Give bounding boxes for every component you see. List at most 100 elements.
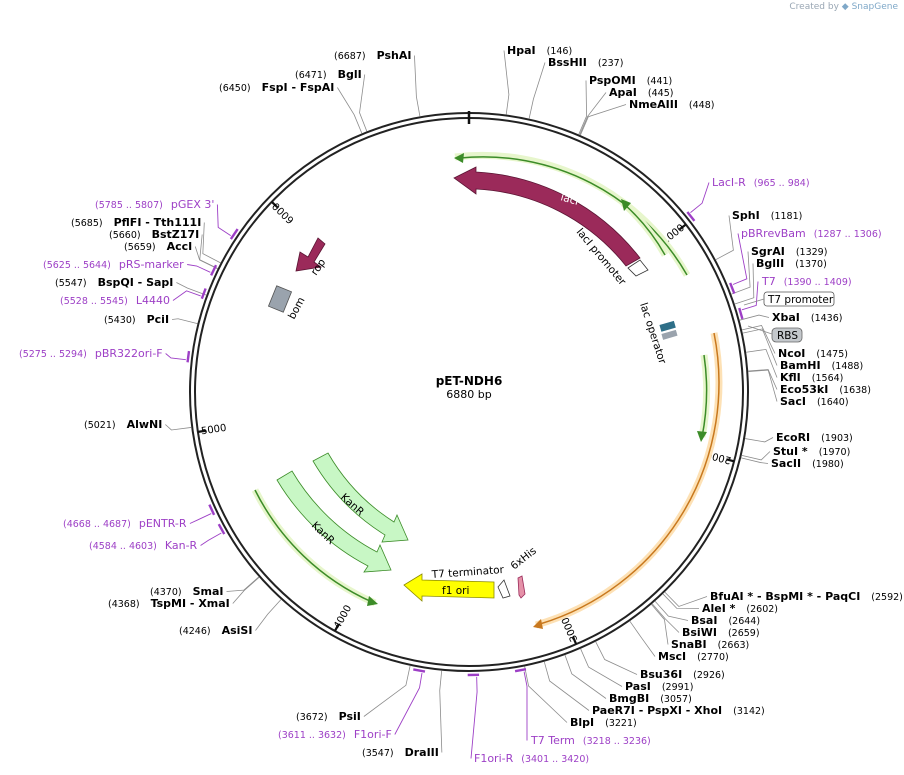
credit-prefix: Created by <box>789 2 839 12</box>
enzyme-leader <box>255 599 282 631</box>
enzyme-leader <box>741 451 771 461</box>
enzyme-leader <box>503 50 510 115</box>
enzyme-label-sacii[interactable]: SacII(1980) <box>771 457 844 470</box>
enzyme-label-saci[interactable]: SacI(1640) <box>780 395 849 408</box>
enzyme-label-asisi[interactable]: (4246)AsiSI <box>179 624 252 637</box>
site-leaders <box>165 50 778 753</box>
enzyme-label-kfli[interactable]: KflI(1564) <box>780 371 843 384</box>
enzyme-label-pshai[interactable]: (6687)PshAI <box>334 49 411 62</box>
enzyme-label-fspi[interactable]: (6450)FspI - FspAI <box>219 81 334 94</box>
primer-label-t7-term[interactable]: T7 Term(3218 .. 3236) <box>530 734 651 747</box>
primer-label-prs-marker[interactable]: (5625 .. 5644)pRS-marker <box>43 258 184 271</box>
enzyme-label-bsai[interactable]: BsaI(2644) <box>691 614 760 627</box>
enzyme-leader <box>748 369 778 390</box>
enzyme-label-pspomi[interactable]: PspOMI(441) <box>589 74 672 87</box>
enzyme-label-bspqi[interactable]: (5547)BspQI - SapI <box>55 276 173 289</box>
tick-3000 <box>572 636 578 645</box>
enzyme-label-alei[interactable]: AleI *(2602) <box>702 602 778 615</box>
primer-leader <box>187 264 211 273</box>
primer-label-t7[interactable]: T7(1390 .. 1409) <box>761 275 852 288</box>
enzyme-label-alwni[interactable]: (5021)AlwNI <box>84 418 162 431</box>
tick-2000 <box>726 458 735 463</box>
enzyme-label-psii[interactable]: (3672)PsiI <box>296 710 361 723</box>
laci-promoter-arrow <box>627 259 649 277</box>
enzyme-label-bgli[interactable]: (6471)BglI <box>295 68 362 81</box>
t7-promoter-label: T7 promoter <box>767 294 834 306</box>
enzyme-label-acci[interactable]: (5659)AccI <box>124 240 192 253</box>
enzyme-label-pflfi[interactable]: (5685)PflFI - Tth111I <box>71 216 201 229</box>
enzyme-label-draiii[interactable]: (3547)DraIII <box>362 746 439 759</box>
enzyme-label-ecori[interactable]: EcoRI(1903) <box>776 431 853 444</box>
rbs-label-box <box>771 327 803 343</box>
primer-label-l4440[interactable]: (5528 .. 5545)L4440 <box>60 294 170 307</box>
primer-leader <box>741 281 759 311</box>
enzyme-leader <box>662 593 700 609</box>
enzyme-label-smai[interactable]: (4370)SmaI <box>150 585 224 598</box>
enzyme-leader <box>528 62 546 119</box>
orf-arrow-kan-head <box>367 596 378 606</box>
enzyme-label-stui[interactable]: StuI *(1970) <box>773 445 850 458</box>
enzyme-label-bsshii[interactable]: BssHII(237) <box>548 56 623 69</box>
primer-leader <box>172 290 201 301</box>
enzyme-leader <box>543 661 590 711</box>
orf-arc-small-line <box>701 354 708 438</box>
primer-label-pgex3[interactable]: (5785 .. 5807)pGEX 3' <box>95 198 214 211</box>
his-tag-arrow <box>517 575 526 599</box>
enzyme-leader <box>742 328 778 366</box>
orf-arc-orange-line <box>539 332 720 625</box>
enzyme-label-hpai[interactable]: HpaI(146) <box>507 44 572 57</box>
enzyme-label-bsiwi[interactable]: BsiWI(2659) <box>682 626 760 639</box>
primer-label-pbrrevbam[interactable]: pBRrevBam(1287 .. 1306) <box>741 227 882 240</box>
t7-promoter-leader <box>743 298 765 306</box>
enzyme-label-snabi[interactable]: SnaBI(2663) <box>671 638 749 651</box>
credit-brand: SnapGene <box>851 2 898 12</box>
enzyme-leader <box>595 641 638 675</box>
enzyme-label-ncoi[interactable]: NcoI(1475) <box>778 347 848 360</box>
rop-gene-arrow <box>295 237 326 272</box>
enzyme-label-bmgbi[interactable]: BmgBI(3057) <box>609 692 692 705</box>
enzyme-label-tspmi[interactable]: (4368)TspMI - XmaI <box>108 597 230 610</box>
snapgene-logo-icon: ◆ <box>841 2 849 12</box>
enzyme-label-bsu36i[interactable]: Bsu36I(2926) <box>640 668 725 681</box>
primer-leader <box>690 182 710 213</box>
enzyme-leader <box>741 324 776 354</box>
enzyme-leader <box>580 104 627 136</box>
bom-label: bom <box>286 295 308 321</box>
enzyme-label-blpi[interactable]: BlpI(3221) <box>570 716 637 729</box>
enzyme-label-msci[interactable]: MscI(2770) <box>658 650 729 663</box>
primer-mark <box>200 288 207 300</box>
enzyme-label-sgrai[interactable]: SgrAI(1329) <box>751 245 827 258</box>
primer-mark <box>738 307 744 320</box>
primer-mark <box>686 211 696 222</box>
enzyme-label-bfuai[interactable]: BfuAI * - BspMI * - PaqCI(2592) <box>710 590 903 603</box>
enzyme-label-sphi[interactable]: SphI(1181) <box>732 209 802 222</box>
enzyme-label-paer7i[interactable]: PaeR7I - PspXI - XhoI(3142) <box>592 704 765 717</box>
primer-leader <box>216 204 231 236</box>
primer-label-f1ori-r[interactable]: F1ori-R(3401 .. 3420) <box>474 752 589 765</box>
primer-label-pentr-r[interactable]: (4668 .. 4687)pENTR-R <box>63 517 187 530</box>
primer-leader <box>732 233 748 285</box>
primer-label-f1ori-f[interactable]: (3611 .. 3632)F1ori-F <box>278 728 392 741</box>
kanr-arrow-2 <box>276 470 392 573</box>
primer-mark <box>729 282 736 295</box>
enzyme-label-xbai[interactable]: XbaI(1436) <box>772 311 842 324</box>
enzyme-leader <box>176 282 207 296</box>
enzyme-label-apai[interactable]: ApaI(445) <box>609 86 673 99</box>
primer-label-pbr322ori-f[interactable]: (5275 .. 5294)pBR322ori-F <box>19 347 163 360</box>
orf-arc-orange <box>535 332 723 629</box>
primer-label-kan-r[interactable]: (4584 .. 4603)Kan-R <box>89 539 198 552</box>
primer-mark <box>208 504 216 516</box>
enzyme-label-nmeaiii[interactable]: NmeAIII(448) <box>629 98 714 111</box>
enzyme-leader <box>745 437 774 443</box>
enzyme-leader <box>579 92 607 135</box>
enzyme-label-eco53ki[interactable]: Eco53kI(1638) <box>780 383 871 396</box>
enzyme-label-bamhi[interactable]: BamHI(1488) <box>780 359 863 372</box>
enzyme-label-bstz17i[interactable]: (5660)BstZ17I <box>109 228 199 241</box>
primer-label-laci-r[interactable]: LacI-R(965 .. 984) <box>712 176 810 189</box>
enzyme-label-bglii[interactable]: BglII(1370) <box>756 257 827 270</box>
enzyme-label-pasi[interactable]: PasI(2991) <box>625 680 693 693</box>
plasmid-name: pET-NDH6 <box>436 374 503 388</box>
his-tag-label: 6xHis <box>508 545 538 572</box>
enzyme-label-pcii[interactable]: (5430)PciI <box>104 313 169 326</box>
